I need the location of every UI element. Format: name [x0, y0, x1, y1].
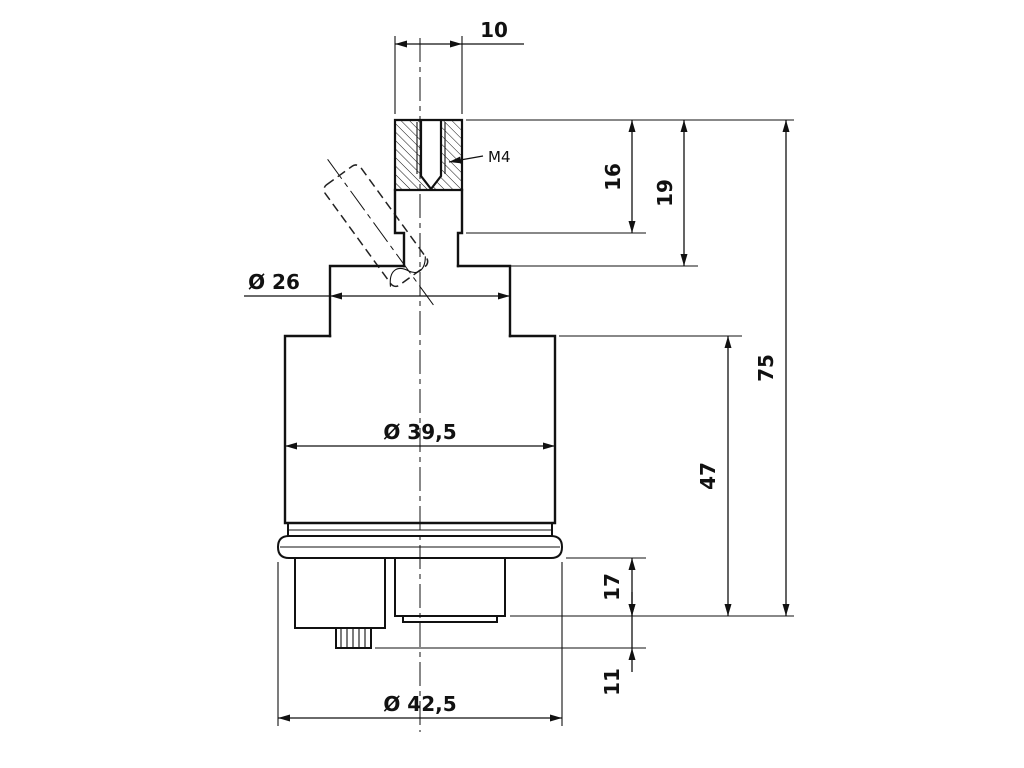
flange-outline: [276, 535, 564, 559]
dim-label-47: 47: [696, 462, 720, 490]
dim-16: 16: [466, 120, 646, 234]
dim-flange-diameter: Ø 42,5: [277, 562, 563, 726]
base-right-lip: [402, 616, 498, 623]
dim-label-17: 17: [600, 573, 624, 601]
dim-label-75: 75: [754, 354, 778, 382]
lever-break-line: [389, 256, 426, 287]
dim-label-dia395: Ø 39,5: [383, 420, 456, 444]
dim-body-diameter: Ø 39,5: [285, 420, 555, 450]
dim-label-dia425: Ø 42,5: [383, 692, 456, 716]
dim-body-height: 47: [559, 335, 742, 616]
dim-collar-diameter: Ø 26: [244, 270, 510, 300]
lever-outline: [323, 164, 429, 288]
dim-19: 19: [462, 120, 698, 267]
spline-teeth: [340, 628, 366, 648]
main-body-outline: [283, 334, 557, 525]
dim-label-16: 16: [601, 163, 625, 191]
dim-stem-width: 10: [394, 18, 524, 114]
dim-label-10: 10: [480, 18, 508, 42]
dim-total-height: 75: [754, 120, 790, 616]
stem-outline: [393, 188, 464, 268]
dim-label-dia26: Ø 26: [248, 270, 300, 294]
dim-label-11: 11: [600, 668, 624, 696]
lever-centerline: [327, 159, 435, 307]
dim-label-19: 19: [653, 179, 677, 207]
lever-phantom: [323, 159, 435, 307]
dim-11: 11: [375, 592, 646, 696]
thread-label-m4: M4: [488, 148, 511, 166]
base-right-block: [394, 558, 506, 617]
base-left-block: [294, 558, 386, 629]
thread-callout: M4: [448, 148, 511, 166]
